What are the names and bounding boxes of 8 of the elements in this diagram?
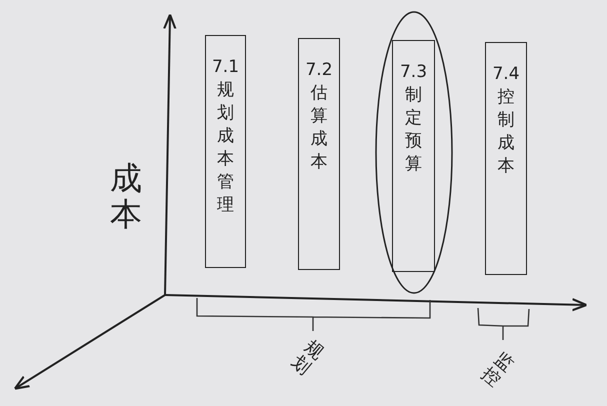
process-box: 7.3 制定预算 [392,40,435,272]
process-box: 7.2 估算成本 [298,38,340,270]
process-box: 7.1 规划成本管理 [205,35,246,268]
axis-label: 规划 [286,336,328,380]
axis-label: 成本 [110,160,143,232]
axis-label: 监控 [476,348,518,392]
process-box: 7.4 控制成本 [485,42,527,275]
highlight-ellipse [375,11,453,294]
